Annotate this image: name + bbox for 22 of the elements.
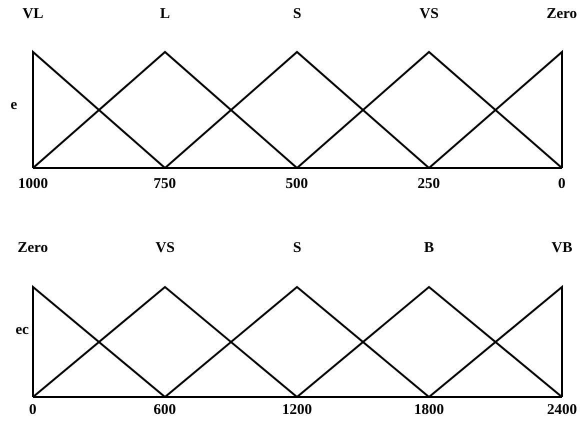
- tick-label: 500: [286, 176, 308, 192]
- set-label: B: [424, 240, 434, 256]
- set-label: VS: [156, 240, 175, 256]
- set-label: VB: [552, 240, 572, 256]
- tick-label: 1000: [18, 176, 48, 192]
- tick-label: 0: [558, 176, 566, 192]
- axis-label: e: [10, 97, 18, 113]
- set-label: S: [293, 240, 302, 256]
- axis-label: ec: [16, 322, 29, 338]
- tick-label: 1800: [414, 402, 444, 418]
- set-label: VS: [420, 6, 439, 22]
- tick-label: 2400: [547, 402, 577, 418]
- set-label: S: [293, 6, 302, 22]
- tick-label: 600: [154, 402, 176, 418]
- tick-label: 0: [29, 402, 36, 418]
- set-label: Zero: [18, 240, 48, 256]
- tick-label: 250: [418, 176, 440, 192]
- set-label: VL: [22, 6, 44, 22]
- tick-label: 750: [154, 176, 176, 192]
- set-label: L: [160, 6, 170, 22]
- tick-label: 1200: [282, 402, 312, 418]
- set-label: Zero: [546, 6, 578, 22]
